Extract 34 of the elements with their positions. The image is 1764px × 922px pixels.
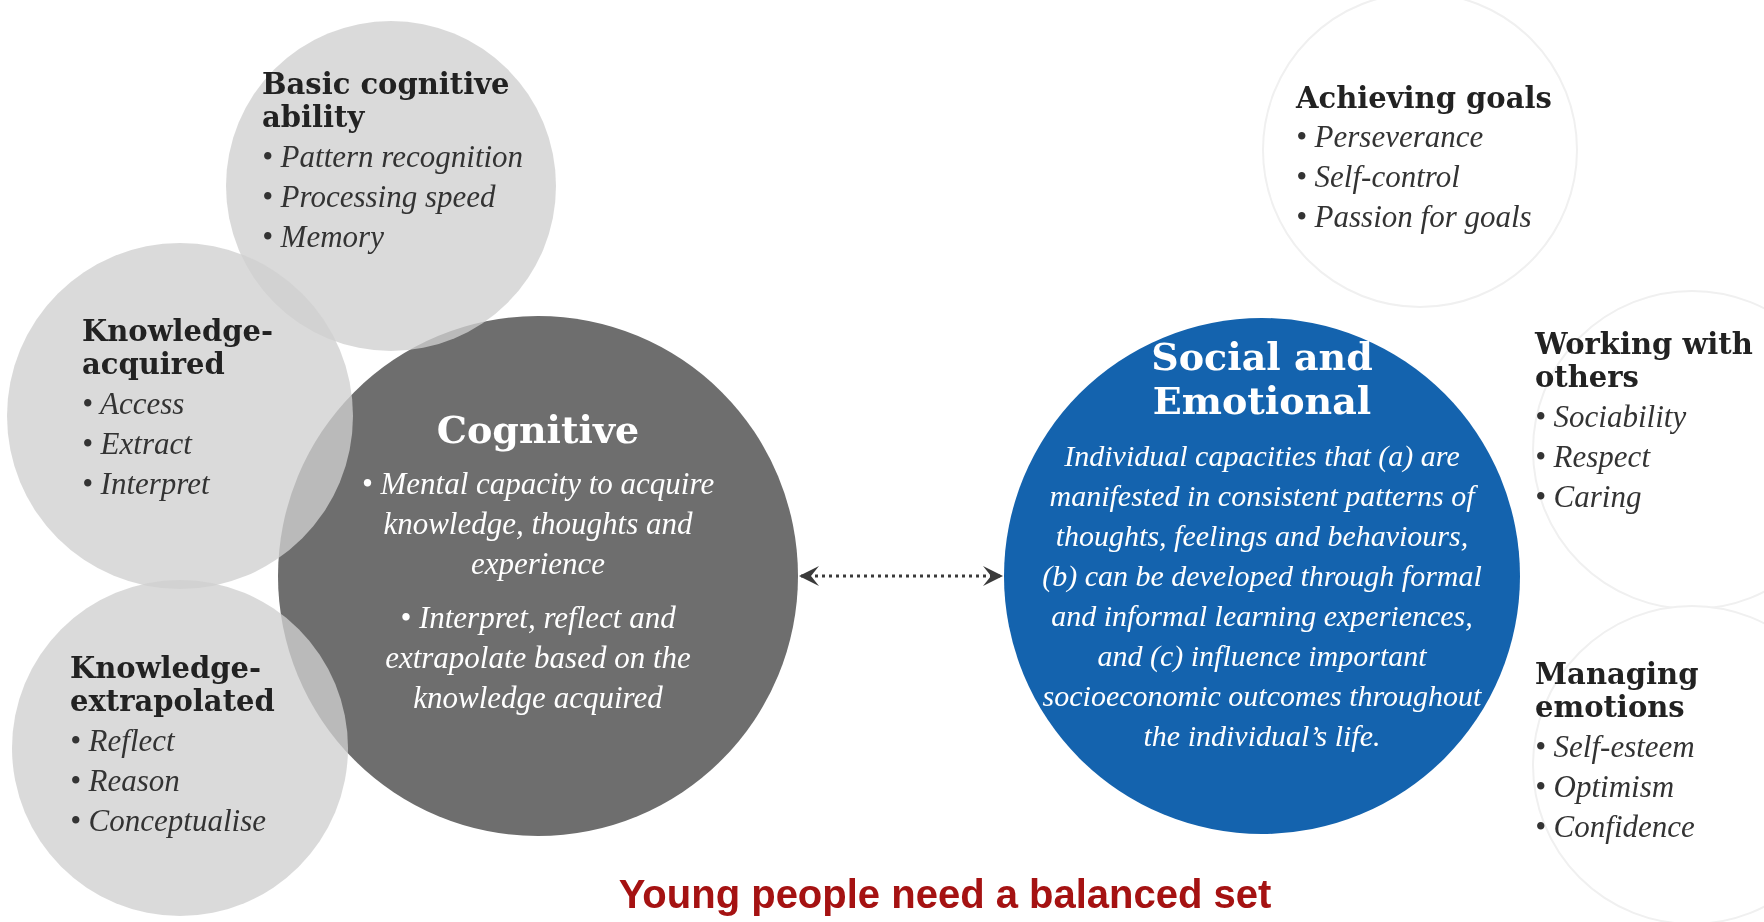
bullet-item: • Reason	[70, 761, 181, 800]
circle-heading: Knowledge-acquired	[82, 315, 275, 382]
circle-heading: Basic cognitive ability	[262, 68, 511, 135]
bullet-item: • Confidence	[1535, 807, 1696, 846]
bullet-item: • Interpret, reflect and extrapolate based on the knowledge acquired	[384, 598, 692, 717]
bullet-item: • Respect	[1535, 437, 1652, 476]
bullet-item: • Sociability	[1535, 397, 1688, 436]
bullet-item: • Caring	[1535, 477, 1643, 516]
bullet-item: • Optimism	[1535, 767, 1676, 806]
topic-circle	[11, 579, 349, 917]
dotted-arrow	[799, 566, 1003, 586]
bullet-item: • Self-control	[1296, 158, 1461, 197]
bullet-item: • Conceptualise	[70, 801, 267, 840]
footer-text: Young people need a balanced set	[618, 872, 1272, 917]
topic-circle	[1003, 317, 1521, 835]
circle-heading: Knowledge-extrapolated	[70, 652, 276, 719]
topic-circle	[277, 315, 799, 837]
circle-heading: Cognitive	[435, 408, 641, 452]
bullet-item: • Self-esteem	[1535, 727, 1696, 766]
description-text: Individual capacities that (a) are manifested in consistent patterns of thoughts, feelings and behaviours, (b) can be developed through formal and informal learning experiences, and (c) influence important socioeconomic outcomes throughout the individual’s life.	[1041, 438, 1483, 755]
bullet-item: • Processing speed	[262, 177, 497, 216]
circle-heading: Social and Emotional	[1150, 335, 1374, 423]
bullet-item: • Pattern recognition	[262, 137, 525, 176]
circle-heading: Achieving goals	[1296, 82, 1553, 116]
bullet-item: • Interpret	[82, 464, 211, 503]
bullet-item: • Extract	[82, 424, 194, 463]
bullet-item: • Access	[82, 384, 186, 423]
bullet-item: • Passion for goals	[1296, 198, 1533, 237]
bullet-item: • Reflect	[70, 721, 176, 760]
circle-heading: Managing emotions	[1535, 658, 1700, 725]
bullet-item: • Mental capacity to acquire knowledge, thoughts and experience	[360, 464, 716, 583]
bullet-item: • Memory	[262, 217, 385, 256]
bullet-item: • Perseverance	[1296, 118, 1485, 157]
circle-heading: Working with others	[1535, 328, 1754, 395]
